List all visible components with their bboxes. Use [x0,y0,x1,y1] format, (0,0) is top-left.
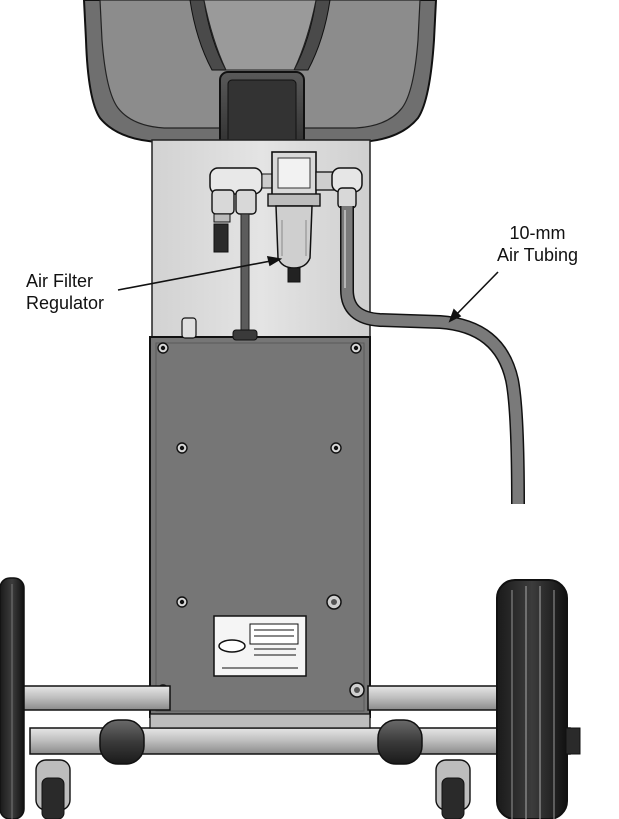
top-housing [82,0,438,153]
air-fittings [181,167,275,341]
filter-regulator-callout-line1: Air Filter [26,271,93,291]
id-nameplate [213,615,307,677]
filter-regulator-callout-line2: Regulator [26,293,105,313]
left-wheel [0,577,25,819]
air-tubing-callout-line1: 10-mm [509,223,566,243]
air-tubing-callout-line2: Air Tubing [497,245,579,265]
air-tubing-callout: 10-mm Air Tubing [497,222,578,266]
filter-regulator-callout: Air Filter Regulator [26,270,104,314]
rollers [99,719,423,765]
elbow-fitting [315,167,363,209]
front-casters [35,759,471,819]
right-wheel [496,579,581,819]
air-filter-regulator [267,151,321,283]
hex-fittings [326,594,365,698]
air-tubing [340,206,525,505]
leader-lines [117,256,499,323]
